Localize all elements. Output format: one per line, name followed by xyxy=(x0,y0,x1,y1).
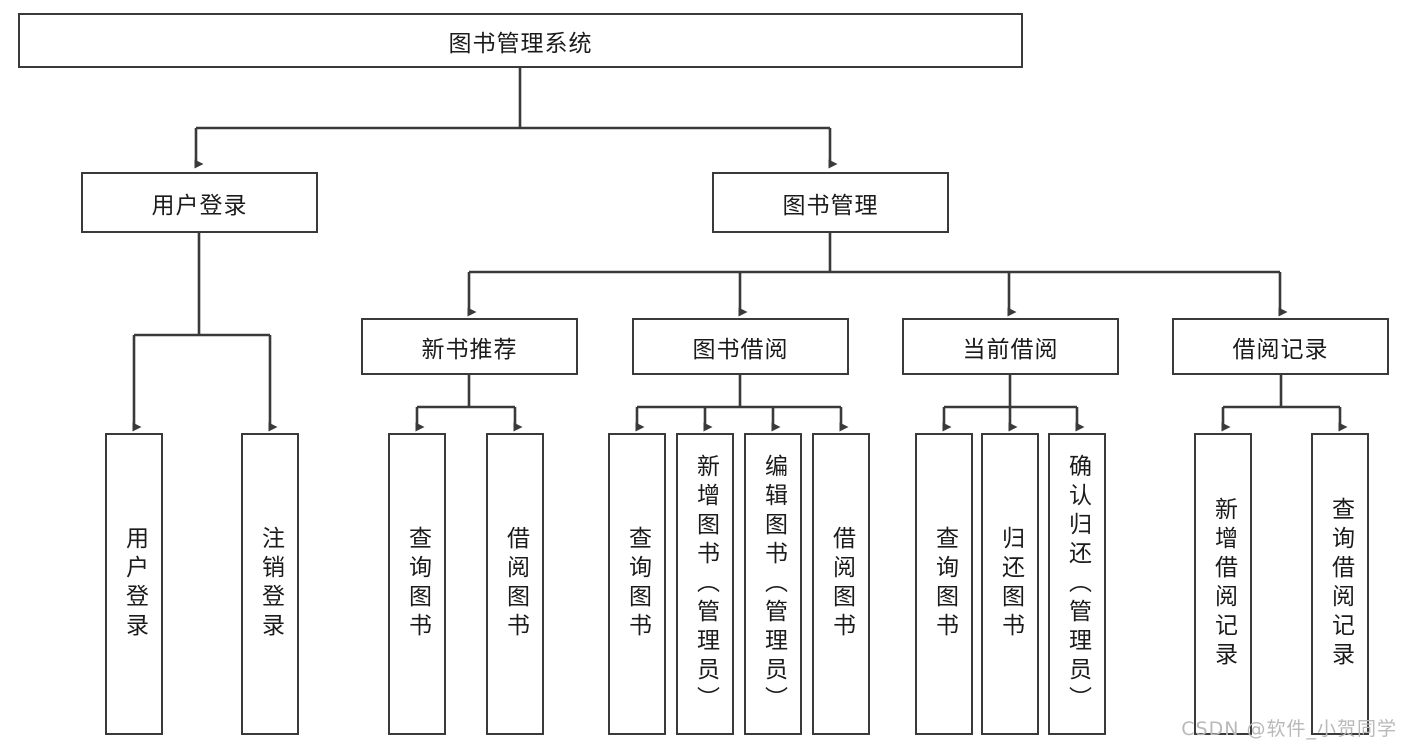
node-leaf-add-book[interactable]: 新增图书（管理员） xyxy=(676,433,734,735)
node-leaf-query-record-label: 查询借阅记录 xyxy=(1327,497,1354,671)
node-leaf-return-book-label: 归还图书 xyxy=(997,526,1024,642)
node-leaf-confirm-return-label: 确认归还（管理员） xyxy=(1064,453,1091,715)
node-leaf-user-logout-label: 注销登录 xyxy=(257,526,284,642)
node-leaf-query-book-2-label: 查询图书 xyxy=(624,526,651,642)
node-book-manage[interactable]: 图书管理 xyxy=(712,172,949,233)
node-leaf-user-login-label: 用户登录 xyxy=(121,526,148,642)
node-leaf-query-book-1-label: 查询图书 xyxy=(404,526,431,642)
node-book-borrow[interactable]: 图书借阅 xyxy=(632,318,849,375)
node-leaf-query-book-3[interactable]: 查询图书 xyxy=(915,433,973,735)
node-leaf-add-record-label: 新增借阅记录 xyxy=(1210,497,1237,671)
node-leaf-query-record[interactable]: 查询借阅记录 xyxy=(1311,433,1369,735)
node-leaf-edit-book-label: 编辑图书（管理员） xyxy=(760,453,787,715)
node-leaf-borrow-book-1[interactable]: 借阅图书 xyxy=(486,433,544,735)
node-leaf-add-record[interactable]: 新增借阅记录 xyxy=(1194,433,1252,735)
node-leaf-query-book-3-label: 查询图书 xyxy=(931,526,958,642)
node-leaf-add-book-label: 新增图书（管理员） xyxy=(692,453,719,715)
node-book-manage-label: 图书管理 xyxy=(782,192,879,219)
node-leaf-edit-book[interactable]: 编辑图书（管理员） xyxy=(744,433,802,735)
node-new-book-recommend[interactable]: 新书推荐 xyxy=(361,318,578,375)
node-root[interactable]: 图书管理系统 xyxy=(18,13,1023,68)
node-current-borrow[interactable]: 当前借阅 xyxy=(902,318,1119,375)
node-new-book-recommend-label: 新书推荐 xyxy=(421,336,518,363)
node-root-label: 图书管理系统 xyxy=(448,30,593,57)
node-leaf-return-book[interactable]: 归还图书 xyxy=(981,433,1039,735)
node-leaf-borrow-book-2[interactable]: 借阅图书 xyxy=(812,433,870,735)
node-borrow-record[interactable]: 借阅记录 xyxy=(1172,318,1389,375)
node-leaf-borrow-book-1-label: 借阅图书 xyxy=(502,526,529,642)
node-book-borrow-label: 图书借阅 xyxy=(692,336,789,363)
node-borrow-record-label: 借阅记录 xyxy=(1232,336,1329,363)
node-leaf-borrow-book-2-label: 借阅图书 xyxy=(828,526,855,642)
node-user-login[interactable]: 用户登录 xyxy=(81,172,318,233)
node-leaf-query-book-1[interactable]: 查询图书 xyxy=(388,433,446,735)
node-leaf-query-book-2[interactable]: 查询图书 xyxy=(608,433,666,735)
node-user-login-label: 用户登录 xyxy=(151,192,248,219)
node-leaf-confirm-return[interactable]: 确认归还（管理员） xyxy=(1048,433,1106,735)
node-leaf-user-logout[interactable]: 注销登录 xyxy=(241,433,299,735)
node-current-borrow-label: 当前借阅 xyxy=(962,336,1059,363)
watermark: CSDN @软件_小贺同学 xyxy=(1181,718,1397,740)
node-leaf-user-login[interactable]: 用户登录 xyxy=(105,433,163,735)
